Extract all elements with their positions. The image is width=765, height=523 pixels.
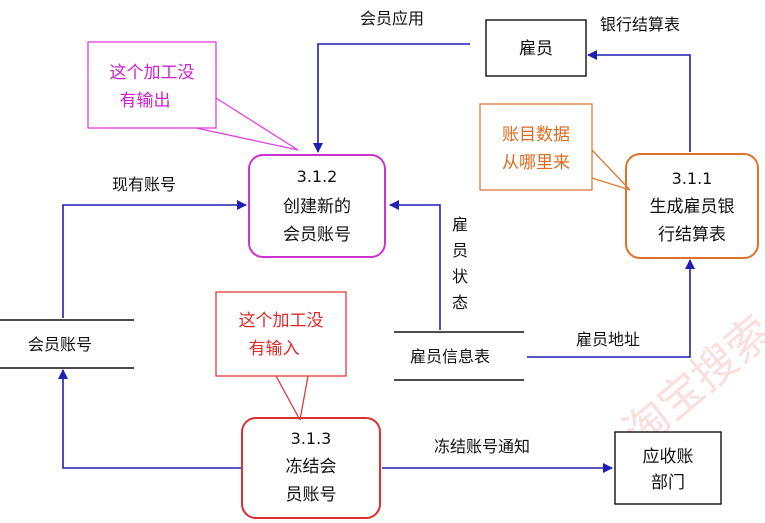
datastore-member-account: 会员账号 [0,319,134,369]
process-create-account-id: 3.1.2 [297,167,338,186]
callout-data-source: 账目数据 从哪里来 [479,103,631,191]
callout-no-output: 这个加工没 有输出 [87,41,299,151]
flow-employee-address-label: 雇员地址 [576,330,640,349]
flow-employee-status-char-4: 态 [452,293,468,312]
entity-receivables-dept: 应收账 部门 [614,431,722,505]
process-create-account-line2: 会员账号 [283,225,351,245]
process-bank-statement-id: 3.1.1 [672,169,713,188]
flow-existing-account-line [62,200,247,318]
process-create-account-line1: 创建新的 [283,197,351,217]
flow-employee-address-line [527,259,695,358]
flow-bank-statement-line [587,50,691,152]
flow-bank-statement-label: 银行结算表 [600,15,680,34]
callout-no-input-line1: 这个加工没 [239,311,324,331]
process-freeze-account-id: 3.1.3 [291,429,332,448]
entity-receivables-line2: 部门 [651,473,685,493]
entity-employee-label: 雇员 [519,39,553,59]
callout-data-source-line1: 账目数据 [502,125,570,145]
process-freeze-account: 3.1.3 冻结会 员账号 [241,417,381,519]
flow-employee-status-char-3: 状 [452,267,468,286]
callout-no-output-line2: 有输出 [120,91,171,111]
process-bank-statement-line2: 行结算表 [658,225,726,245]
flow-existing-account-label: 现有账号 [112,175,176,194]
callout-no-output-line1: 这个加工没 [110,63,195,83]
process-freeze-account-line1: 冻结会 [286,457,337,477]
process-create-account: 3.1.2 创建新的 会员账号 [248,154,386,258]
datastore-employee-info: 雇员信息表 [394,331,524,381]
entity-employee: 雇员 [485,19,587,77]
flow-freeze-notice-label: 冻结账号通知 [434,437,530,456]
callout-no-input: 这个加工没 有输入 [215,291,347,421]
process-bank-statement: 3.1.1 生成雇员银 行结算表 [625,153,759,259]
datastore-employee-info-label: 雇员信息表 [410,347,490,366]
callout-no-input-line2: 有输入 [249,339,300,359]
process-bank-statement-line1: 生成雇员银 [650,197,735,217]
flow-member-application-label: 会员应用 [360,9,424,28]
flow-freeze-to-account-line [58,369,242,469]
flow-employee-status-char-1: 雇 [452,215,468,234]
entity-receivables-line1: 应收账 [643,447,694,467]
flow-employee-status-line [389,200,441,330]
callout-data-source-line2: 从哪里来 [502,153,570,173]
datastore-member-account-label: 会员账号 [28,335,92,354]
flow-member-application-line [313,43,470,153]
flow-employee-status-char-2: 员 [452,241,468,260]
process-freeze-account-line2: 员账号 [286,485,337,505]
